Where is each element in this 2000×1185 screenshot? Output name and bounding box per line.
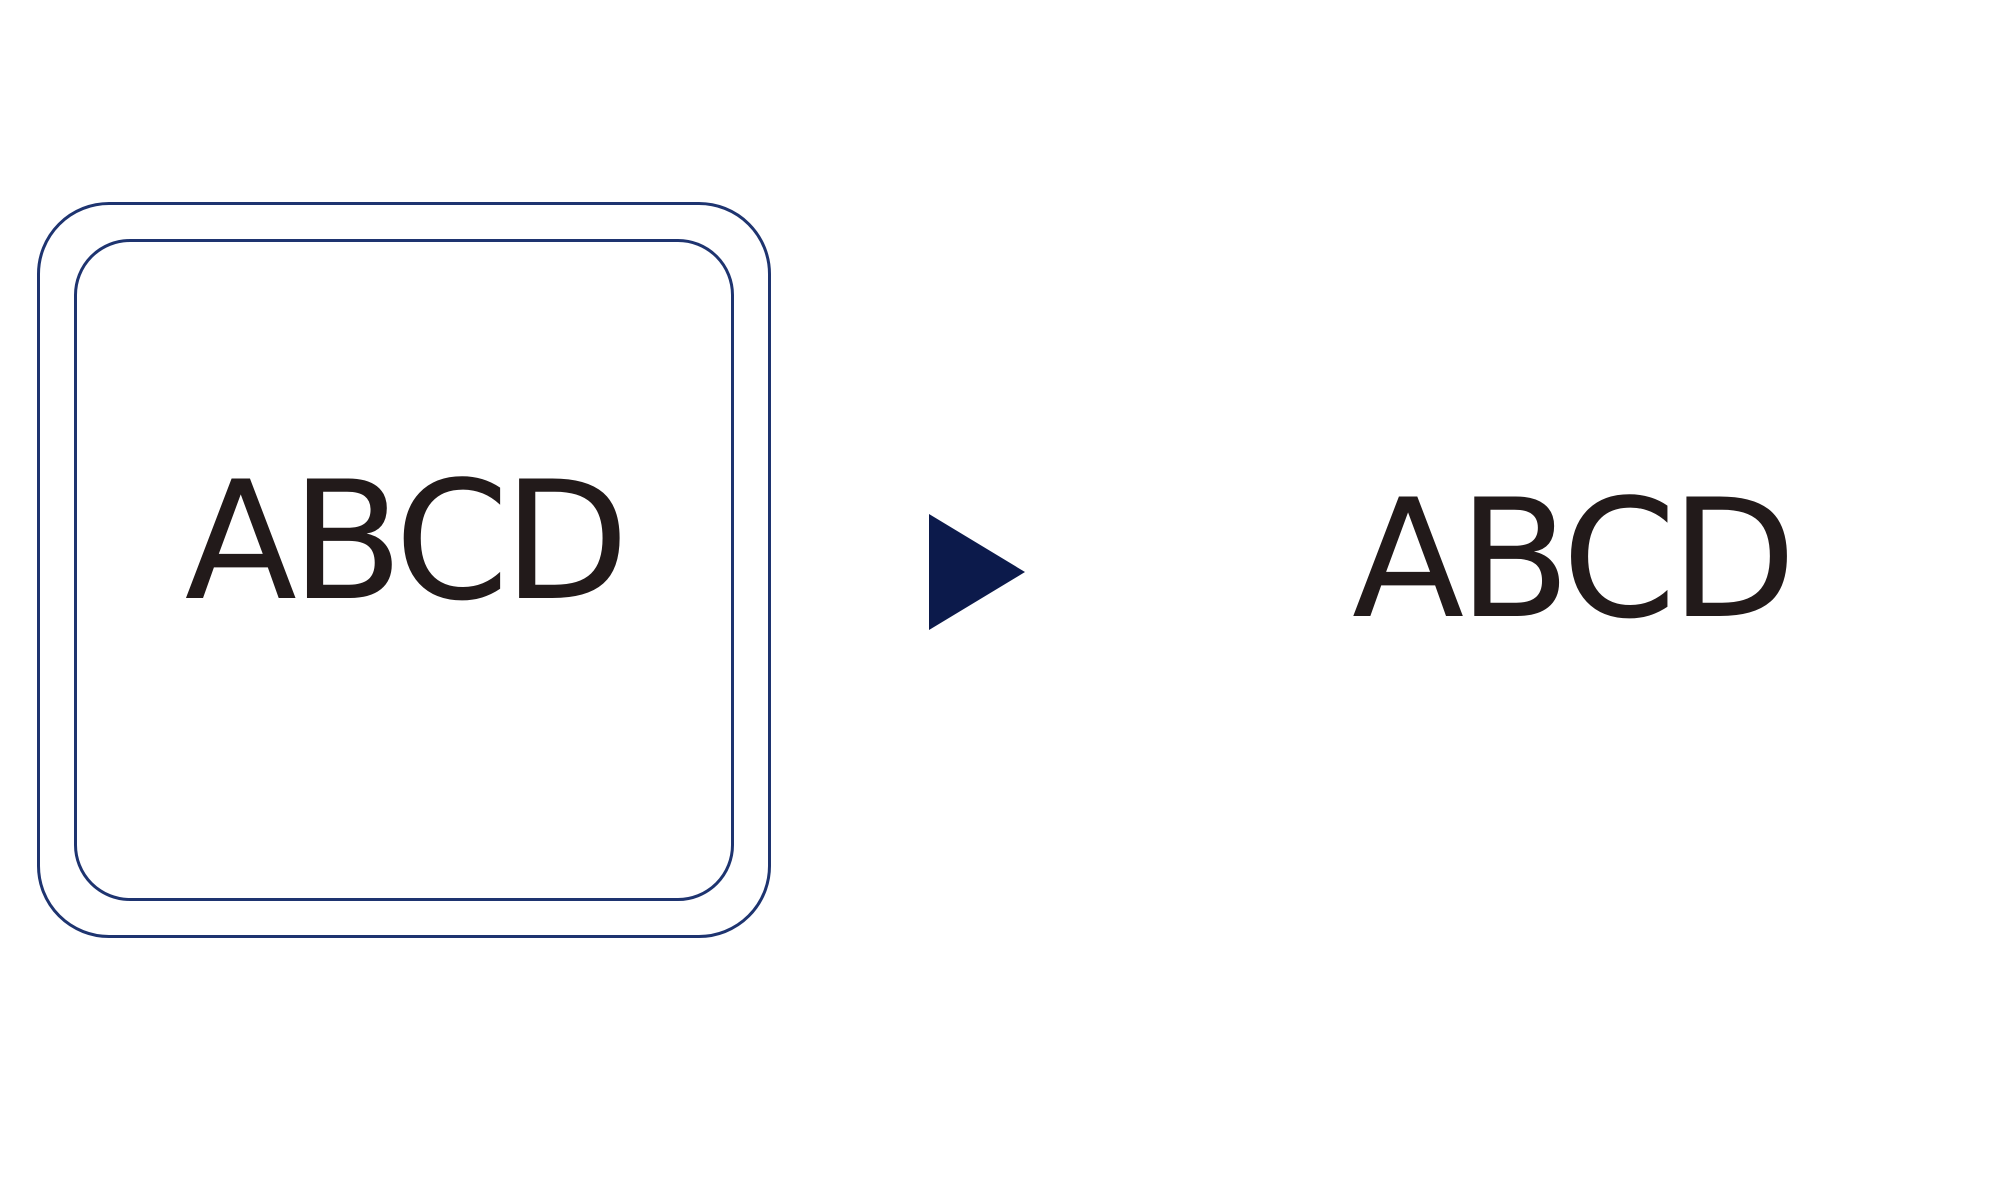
key-button-outer-frame: ABCD xyxy=(37,202,771,938)
key-button-inner-frame: ABCD xyxy=(74,239,734,901)
result-label: ABCD xyxy=(1352,464,1797,655)
key-label: ABCD xyxy=(184,446,630,637)
arrow-triangle-shape xyxy=(929,514,1025,630)
play-triangle-icon xyxy=(929,514,1025,630)
